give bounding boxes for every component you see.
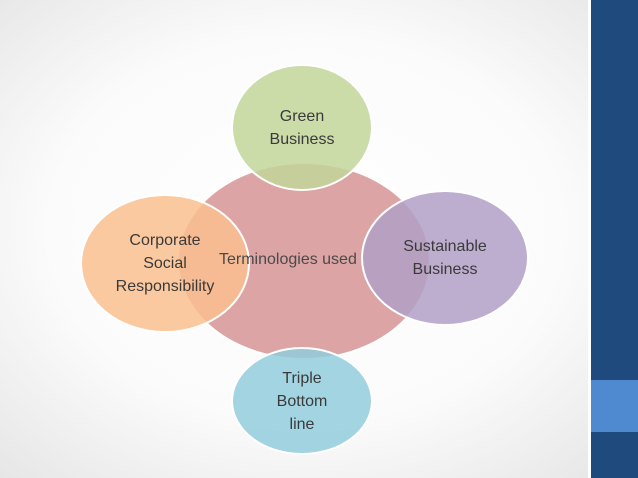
green-business-node: Green Business xyxy=(231,64,373,191)
sustainable-business-node: Sustainable Business xyxy=(361,190,529,326)
center-label: Terminologies used xyxy=(219,251,357,268)
sidebar-accent xyxy=(591,380,638,432)
sidebar-divider xyxy=(588,0,591,478)
csr-node: Corporate Social Responsibility xyxy=(80,194,250,333)
sustainable-business-label: Sustainable Business xyxy=(403,238,487,278)
csr-label: Corporate Social Responsibility xyxy=(115,232,215,295)
green-business-label: Green Business xyxy=(269,107,335,148)
triple-bottom-line-label: Triple Bottom line xyxy=(276,369,328,433)
triple-bottom-line-node: Triple Bottom line xyxy=(231,347,373,455)
